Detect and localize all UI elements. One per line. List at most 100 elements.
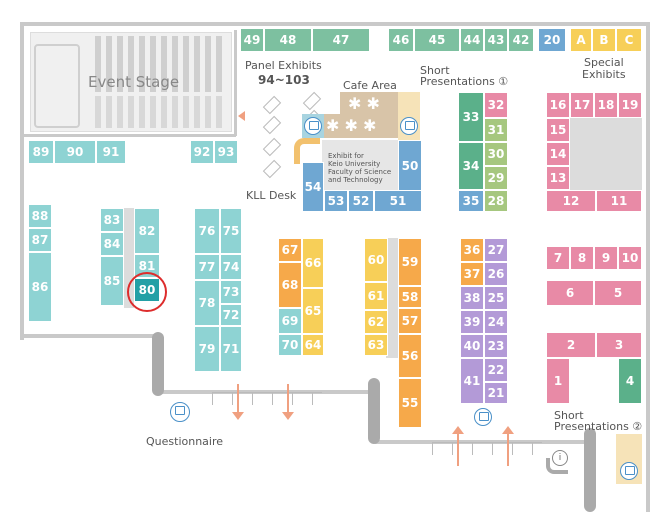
booth-2[interactable]: 2 (546, 332, 596, 358)
booth-25[interactable]: 25 (484, 286, 508, 310)
booth-6[interactable]: 6 (546, 280, 594, 306)
booth-52[interactable]: 52 (348, 190, 374, 212)
booth-65[interactable]: 65 (302, 288, 324, 334)
booth-68[interactable]: 68 (278, 262, 302, 308)
booth-54[interactable]: 54 (302, 162, 324, 212)
booth-A[interactable]: A (570, 28, 592, 52)
booth-63[interactable]: 63 (364, 334, 388, 356)
booth-number: 38 (463, 291, 481, 305)
booth-30[interactable]: 30 (484, 142, 508, 166)
booth-19[interactable]: 19 (618, 92, 642, 118)
booth-72[interactable]: 72 (220, 304, 242, 326)
booth-57[interactable]: 57 (398, 308, 422, 334)
booth-93[interactable]: 93 (214, 140, 238, 164)
booth-71[interactable]: 71 (220, 326, 242, 372)
booth-67[interactable]: 67 (278, 238, 302, 262)
booth-88[interactable]: 88 (28, 204, 52, 228)
booth-B[interactable]: B (592, 28, 616, 52)
booth-9[interactable]: 9 (594, 246, 618, 270)
booth-28[interactable]: 28 (484, 190, 508, 212)
booth-40[interactable]: 40 (460, 334, 484, 358)
booth-77[interactable]: 77 (194, 254, 220, 280)
booth-61[interactable]: 61 (364, 282, 388, 310)
booth-60[interactable]: 60 (364, 238, 388, 282)
booth-73[interactable]: 73 (220, 280, 242, 304)
booth-7[interactable]: 7 (546, 246, 570, 270)
booth-76[interactable]: 76 (194, 208, 220, 254)
booth-3[interactable]: 3 (596, 332, 642, 358)
booth-56[interactable]: 56 (398, 334, 422, 378)
booth-32[interactable]: 32 (484, 92, 508, 118)
booth-75[interactable]: 75 (220, 208, 242, 254)
booth-31[interactable]: 31 (484, 118, 508, 142)
booth-90[interactable]: 90 (54, 140, 96, 164)
door (212, 392, 322, 405)
booth-51[interactable]: 51 (374, 190, 422, 212)
booth-8[interactable]: 8 (570, 246, 594, 270)
booth-17[interactable]: 17 (570, 92, 594, 118)
booth-86[interactable]: 86 (28, 252, 52, 322)
booth-83[interactable]: 83 (100, 208, 124, 232)
kll-desk-label: KLL Desk (246, 189, 297, 202)
booth-91[interactable]: 91 (96, 140, 126, 164)
info-icon[interactable]: i (552, 450, 568, 466)
booth-74[interactable]: 74 (220, 254, 242, 280)
booth-39[interactable]: 39 (460, 310, 484, 334)
booth-78[interactable]: 78 (194, 280, 220, 326)
booth-38[interactable]: 38 (460, 286, 484, 310)
booth-11[interactable]: 11 (596, 190, 642, 212)
booth-43[interactable]: 43 (484, 28, 508, 52)
booth-23[interactable]: 23 (484, 334, 508, 358)
booth-82[interactable]: 82 (134, 208, 160, 254)
booth-62[interactable]: 62 (364, 310, 388, 334)
booth-number: 76 (198, 224, 216, 238)
booth-44[interactable]: 44 (460, 28, 484, 52)
booth-59[interactable]: 59 (398, 238, 422, 286)
booth-70[interactable]: 70 (278, 334, 302, 356)
booth-92[interactable]: 92 (190, 140, 214, 164)
booth-53[interactable]: 53 (324, 190, 348, 212)
booth-64[interactable]: 64 (302, 334, 324, 356)
booth-20[interactable]: 20 (538, 28, 566, 52)
booth-24[interactable]: 24 (484, 310, 508, 334)
booth-46[interactable]: 46 (388, 28, 414, 52)
booth-49[interactable]: 49 (240, 28, 264, 52)
booth-84[interactable]: 84 (100, 232, 124, 256)
booth-50[interactable]: 50 (398, 140, 422, 192)
booth-41[interactable]: 41 (460, 358, 484, 404)
booth-15[interactable]: 15 (546, 118, 570, 142)
booth-4[interactable]: 4 (618, 358, 642, 404)
booth-27[interactable]: 27 (484, 238, 508, 262)
booth-69[interactable]: 69 (278, 308, 302, 334)
booth-14[interactable]: 14 (546, 142, 570, 166)
booth-21[interactable]: 21 (484, 382, 508, 404)
booth-35[interactable]: 35 (458, 190, 484, 212)
booth-45[interactable]: 45 (414, 28, 460, 52)
booth-33[interactable]: 33 (458, 92, 484, 142)
booth-55[interactable]: 55 (398, 378, 422, 428)
booth-12[interactable]: 12 (546, 190, 596, 212)
booth-18[interactable]: 18 (594, 92, 618, 118)
booth-66[interactable]: 66 (302, 238, 324, 288)
booth-89[interactable]: 89 (28, 140, 54, 164)
booth-87[interactable]: 87 (28, 228, 52, 252)
booth-10[interactable]: 10 (618, 246, 642, 270)
booth-C[interactable]: C (616, 28, 642, 52)
booth-48[interactable]: 48 (264, 28, 312, 52)
booth-79[interactable]: 79 (194, 326, 220, 372)
booth-16[interactable]: 16 (546, 92, 570, 118)
booth-36[interactable]: 36 (460, 238, 484, 262)
booth-37[interactable]: 37 (460, 262, 484, 286)
booth-34[interactable]: 34 (458, 142, 484, 190)
booth-13[interactable]: 13 (546, 166, 570, 190)
booth-47[interactable]: 47 (312, 28, 370, 52)
questionnaire-icon[interactable] (170, 402, 190, 422)
booth-1[interactable]: 1 (546, 358, 570, 404)
booth-22[interactable]: 22 (484, 358, 508, 382)
booth-29[interactable]: 29 (484, 166, 508, 190)
booth-42[interactable]: 42 (508, 28, 534, 52)
booth-85[interactable]: 85 (100, 256, 124, 306)
booth-26[interactable]: 26 (484, 262, 508, 286)
booth-5[interactable]: 5 (594, 280, 642, 306)
booth-58[interactable]: 58 (398, 286, 422, 308)
